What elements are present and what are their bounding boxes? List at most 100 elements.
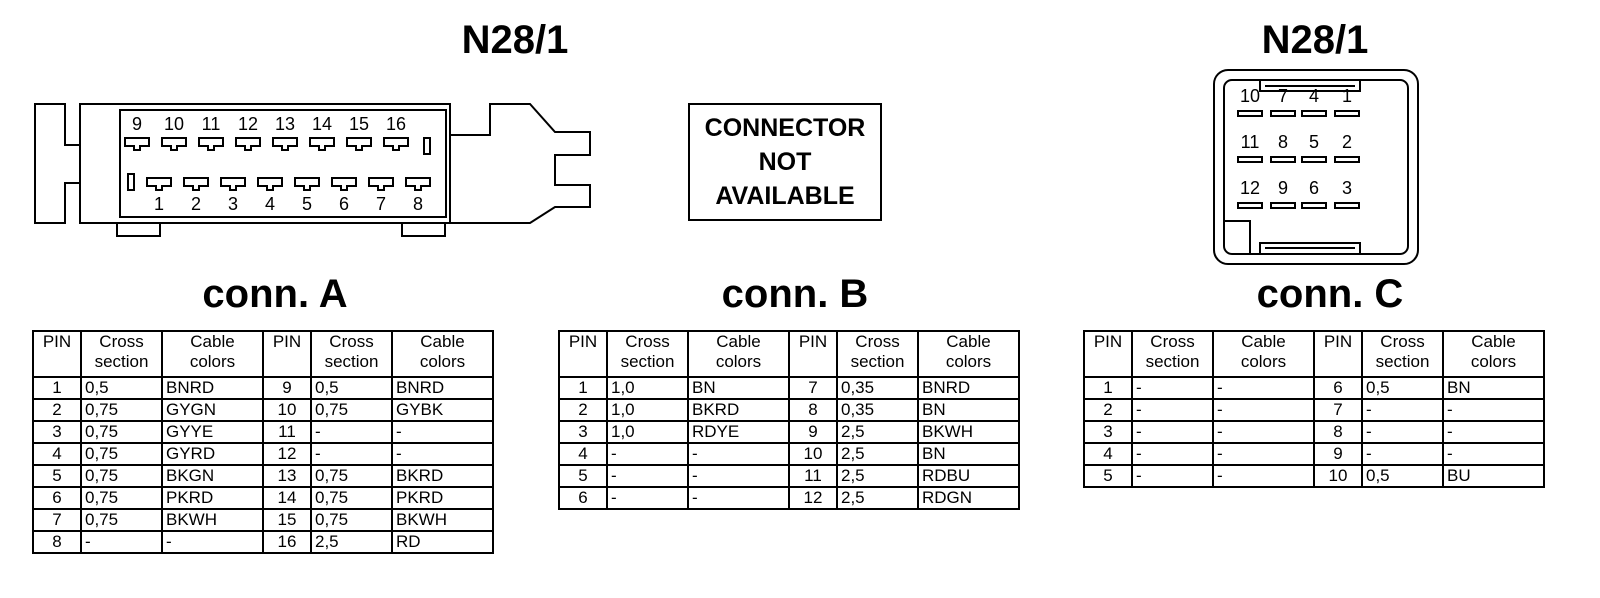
cross-section-cell: 2,5 <box>836 486 919 510</box>
connector-c-socket <box>1334 202 1360 209</box>
pin-number-cell: 9 <box>262 376 312 400</box>
pin-column-header: PIN <box>262 330 312 378</box>
pin-number-cell: 10 <box>1313 464 1363 488</box>
cross-section-cell: 0,5 <box>80 376 163 400</box>
cross-section-cell: 0,75 <box>80 508 163 532</box>
cross-section-cell: 0,75 <box>310 464 393 488</box>
connector-a-pin-label: 10 <box>164 114 184 134</box>
connector-a-pin-label: 7 <box>376 194 386 214</box>
cable-color-cell: BU <box>1442 464 1545 488</box>
cable-color-cell: BN <box>1442 376 1545 400</box>
cable-color-cell: BKRD <box>391 464 494 488</box>
connector-c-socket <box>1334 110 1360 117</box>
connector-c-socket <box>1237 110 1263 117</box>
cross-section-cell: - <box>310 420 393 444</box>
cross-section-cell: - <box>1361 442 1444 466</box>
connector-c-socket <box>1270 202 1296 209</box>
cable-color-cell: - <box>391 442 494 466</box>
pin-number-cell: 8 <box>1313 420 1363 444</box>
cross-section-cell: - <box>606 442 689 466</box>
connector-c-pin-label: 4 <box>1309 86 1319 106</box>
cross-section-cell: 0,5 <box>310 376 393 400</box>
cross-section-cell: - <box>1131 420 1214 444</box>
cable-color-cell: - <box>1212 376 1315 400</box>
connector-c-pin-label: 12 <box>1240 178 1260 198</box>
pin-number-cell: 4 <box>558 442 608 466</box>
cable-color-cell: - <box>1212 398 1315 422</box>
cable-color-cell: - <box>391 420 494 444</box>
pin-number-cell: 3 <box>558 420 608 444</box>
cross-section-cell: 2,5 <box>836 420 919 444</box>
connector-c-pin-label: 1 <box>1342 86 1352 106</box>
pin-number-cell: 4 <box>1083 442 1133 466</box>
cross-section-cell: 0,75 <box>310 398 393 422</box>
connector-c-socket <box>1237 156 1263 163</box>
connector-c-pin-label: 11 <box>1241 132 1260 152</box>
pin-number-cell: 12 <box>788 486 838 510</box>
pin-number-cell: 8 <box>32 530 82 554</box>
pin-number-cell: 5 <box>1083 464 1133 488</box>
connector-c-socket <box>1301 110 1327 117</box>
cross-section-cell: 2,5 <box>310 530 393 554</box>
cable-color-cell: RDGN <box>917 486 1020 510</box>
pin-number-cell: 10 <box>788 442 838 466</box>
cable-color-cell: BN <box>917 442 1020 466</box>
connector-a-pin-label: 3 <box>228 194 238 214</box>
connector-c-pin-label: 5 <box>1309 132 1319 152</box>
pin-number-cell: 9 <box>1313 442 1363 466</box>
cable-color-cell: - <box>161 530 264 554</box>
not-available-line-2: NOT <box>758 148 812 176</box>
connector-c-pin-label: 6 <box>1309 178 1319 198</box>
cable-color-cell: BKRD <box>687 398 790 422</box>
connector-a-socket <box>161 137 187 151</box>
connector-a-diagram-title: N28/1 <box>461 18 569 62</box>
connector-c-pin-label: 7 <box>1278 86 1288 106</box>
connector-a-socket <box>309 137 335 151</box>
connector-a-pin-label: 14 <box>312 114 332 134</box>
cross-section-cell: - <box>1361 420 1444 444</box>
cable-color-cell: GYYE <box>161 420 264 444</box>
cross-section-cell: 0,75 <box>310 508 393 532</box>
connector-a-socket <box>383 137 409 151</box>
pin-number-cell: 16 <box>262 530 312 554</box>
connector-a-top-sockets <box>124 137 409 151</box>
cross-section-cell: 1,0 <box>606 376 689 400</box>
pin-number-cell: 7 <box>1313 398 1363 422</box>
cross-section-cell: - <box>1131 376 1214 400</box>
connector-c-socket <box>1270 156 1296 163</box>
cable-color-cell: - <box>1212 442 1315 466</box>
connector-a-socket <box>368 177 394 191</box>
cross-section-cell: - <box>1361 398 1444 422</box>
connector-a-pin-label: 6 <box>339 194 349 214</box>
connector-c-socket <box>1334 156 1360 163</box>
cross-section-cell: 0,75 <box>80 420 163 444</box>
connector-a-pin-label: 9 <box>132 114 142 134</box>
cross-section-cell: - <box>80 530 163 554</box>
cable-color-cell: GYBK <box>391 398 494 422</box>
cable-color-cell: - <box>1212 420 1315 444</box>
pin-number-cell: 10 <box>262 398 312 422</box>
cable-color-cell: BNRD <box>391 376 494 400</box>
pin-number-cell: 14 <box>262 486 312 510</box>
pin-number-cell: 6 <box>32 486 82 510</box>
cable-color-cell: - <box>1212 464 1315 488</box>
cross-section-cell: 0,5 <box>1361 464 1444 488</box>
pin-column-header: PIN <box>1313 330 1363 378</box>
cross-section-cell: 2,5 <box>836 442 919 466</box>
connector-a-socket <box>183 177 209 191</box>
